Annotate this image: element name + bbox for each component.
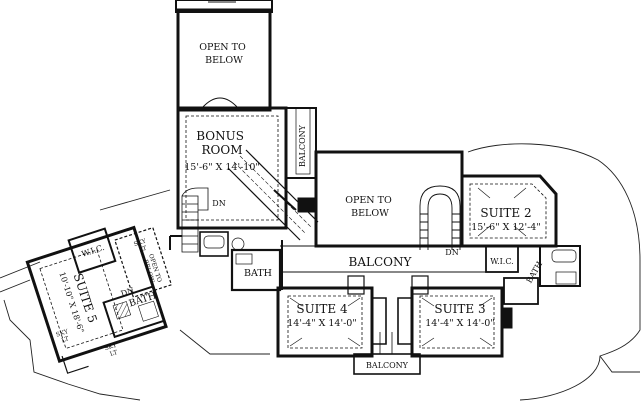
bonus-room-dimensions: 15'-6" X 14'-10"	[184, 162, 260, 173]
skylight-c-label: SKY LT	[104, 341, 122, 359]
suite-2-room	[460, 174, 581, 287]
bonus-room-label: BONUS ROOM	[196, 129, 248, 157]
bonus-stair	[181, 187, 209, 253]
bonus-room-walls	[176, 106, 317, 230]
skylight-a-label: SKY LT	[133, 237, 151, 255]
suite-3-label: SUITE 3	[434, 302, 485, 316]
open-to-below-top-room	[175, 0, 273, 112]
wic-suite-2-label: W.I.C.	[490, 257, 513, 266]
bath-left-room	[199, 231, 282, 292]
dn-bonus-label: DN	[212, 199, 225, 208]
open-below-top-label: OPEN TO BELOW	[199, 42, 249, 66]
suite-4-label: SUITE 4	[296, 302, 348, 316]
wic-suite-5-label: W.I.C.	[81, 243, 106, 259]
balcony-main-label: BALCONY	[349, 255, 413, 269]
balcony-vertical-label: BALCONY	[298, 124, 307, 167]
suite-5-wing	[25, 225, 173, 374]
suite-4-dimensions: 14'-4" X 14'-0"	[287, 318, 356, 329]
dn-suite-5-label: DN	[120, 286, 136, 299]
central-stair	[419, 185, 461, 250]
skylight-b-label: SKY LT	[55, 328, 73, 346]
dn-stair-label: DN	[445, 248, 458, 257]
suite-5-connector	[169, 235, 182, 250]
open-below-mid-label: OPEN TO BELOW	[345, 195, 395, 219]
balcony-bottom-area	[353, 332, 421, 375]
bath-right-label: BATH	[525, 260, 545, 285]
suite-2-dimensions: 15'-6" X 12'-4"	[471, 222, 540, 233]
suite-4-room	[276, 275, 387, 358]
balcony-bottom-label: BALCONY	[366, 361, 409, 370]
gallery-corridor	[227, 149, 319, 241]
suite-3-room	[397, 275, 539, 358]
site-outline	[0, 143, 641, 401]
bath-left-label: BATH	[244, 268, 272, 279]
suite-3-dimensions: 14'-4" X 14'-0"	[425, 318, 494, 329]
suite-2-label: SUITE 2	[480, 206, 531, 220]
